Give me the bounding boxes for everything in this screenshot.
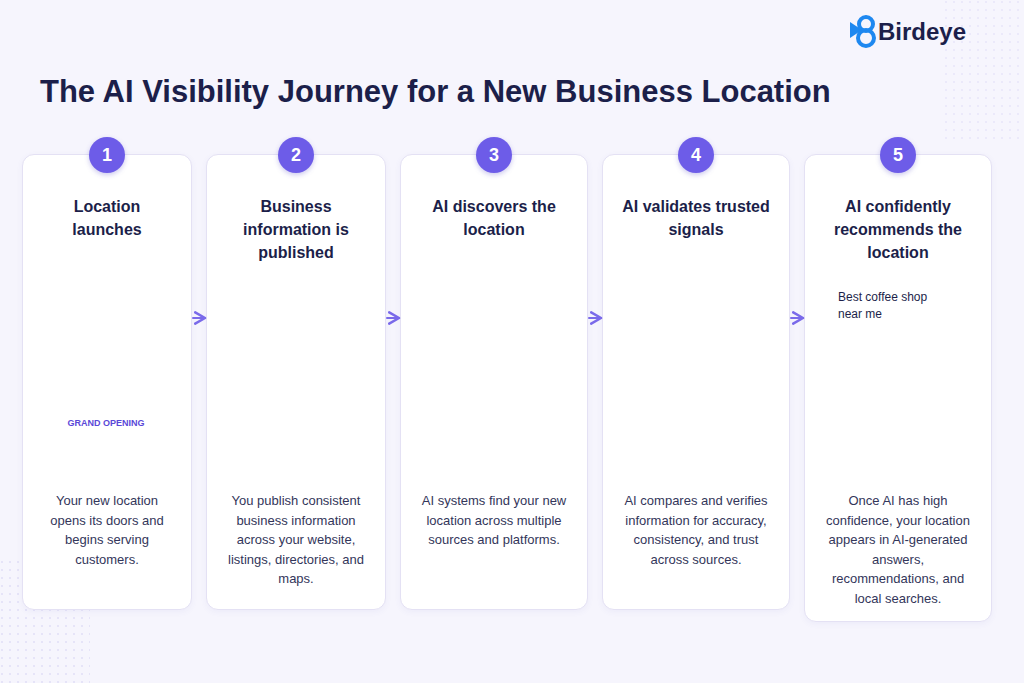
sign-text: GRAND OPENING <box>56 416 156 430</box>
step-card: 3AI discovers the locationAI systems fin… <box>400 154 588 610</box>
step-description: Your new location opens its doors and be… <box>37 491 177 569</box>
step-card: 2Business information is publishedYou pu… <box>206 154 386 610</box>
step-heading: AI validates trusted signals <box>619 195 773 241</box>
step-number: 3 <box>489 145 499 166</box>
step-description: AI systems find your new location across… <box>415 491 573 550</box>
diagram-title: The AI Visibility Journey for a New Busi… <box>40 74 831 110</box>
step-description: AI compares and verifies information for… <box>617 491 775 569</box>
flow-arrow <box>589 317 601 319</box>
step-number-badge: 3 <box>476 137 512 173</box>
brand-name: Birdeye <box>878 18 998 46</box>
step-number: 4 <box>691 145 701 166</box>
step-description: You publish consistent business informat… <box>221 491 371 589</box>
flow-arrow <box>387 317 399 319</box>
step-heading: Business information is published <box>223 195 369 265</box>
step-heading: AI confidently recommends the location <box>821 195 975 265</box>
step-description: Once AI has high confidence, your locati… <box>819 491 977 608</box>
step-number-badge: 2 <box>278 137 314 173</box>
step-number: 5 <box>893 145 903 166</box>
step-card: 1Location launchesYour new location open… <box>22 154 192 610</box>
step-number: 1 <box>102 145 112 166</box>
step-heading: Location launches <box>39 195 175 241</box>
step-card: 5AI confidently recommends the locationO… <box>804 154 992 622</box>
step-number-badge: 4 <box>678 137 714 173</box>
flow-arrow <box>193 317 205 319</box>
flow-arrow <box>791 317 803 319</box>
step-number-badge: 1 <box>89 137 125 173</box>
step-number: 2 <box>291 145 301 166</box>
step-card: 4AI validates trusted signalsAI compares… <box>602 154 790 610</box>
brand-logo <box>850 17 874 46</box>
step-heading: AI discovers the location <box>417 195 571 241</box>
step-number-badge: 5 <box>880 137 916 173</box>
search-query: Best coffee shop near me <box>838 289 942 323</box>
